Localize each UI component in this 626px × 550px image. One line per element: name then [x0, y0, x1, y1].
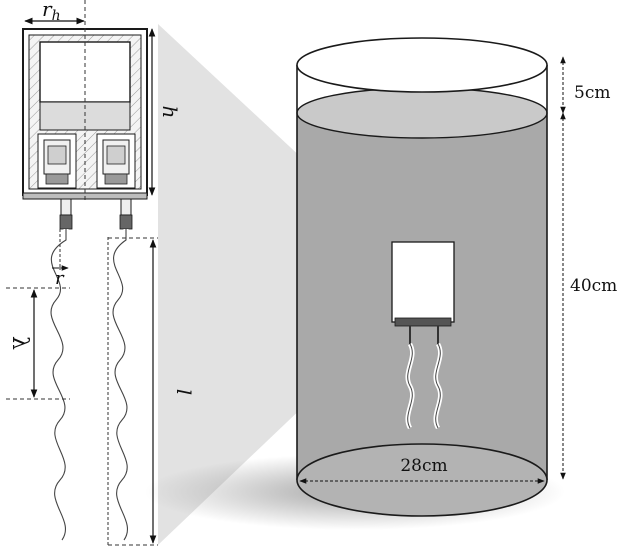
- head-radius-dimension: rh: [24, 0, 85, 25]
- swimmer-head-detail: [22, 0, 148, 230]
- tank-dimensions: 5cm 40cm: [560, 56, 617, 480]
- wavelength-dimension: λ: [6, 287, 70, 400]
- tail-length-label: l: [172, 389, 196, 395]
- tail-radius-label: r: [55, 268, 65, 289]
- tank: 28cm: [296, 37, 548, 517]
- tank-swimmer: [391, 241, 455, 430]
- swimmer-tails: [48, 229, 130, 545]
- tail-length-dimension: l: [108, 237, 196, 546]
- head-height-label: h: [158, 106, 182, 119]
- zoom-projection: [158, 24, 392, 545]
- tank-diameter-label: 28cm: [400, 456, 447, 476]
- tank-swimmer-head: [391, 241, 455, 323]
- fluid-surface: [296, 87, 548, 139]
- gap-height-label: 5cm: [574, 83, 610, 103]
- tank-rim: [296, 37, 548, 93]
- head-radius-label: rh: [42, 0, 61, 24]
- fluid-height-label: 40cm: [570, 276, 617, 296]
- head-height-dimension: h: [148, 28, 182, 196]
- wavelength-label: λ: [7, 336, 32, 350]
- tank-base: [296, 443, 548, 517]
- tail-radius-dimension: r: [52, 265, 69, 289]
- tail-left: [50, 229, 67, 541]
- head-radius-subscript: h: [52, 8, 61, 24]
- tail-right: [112, 229, 128, 541]
